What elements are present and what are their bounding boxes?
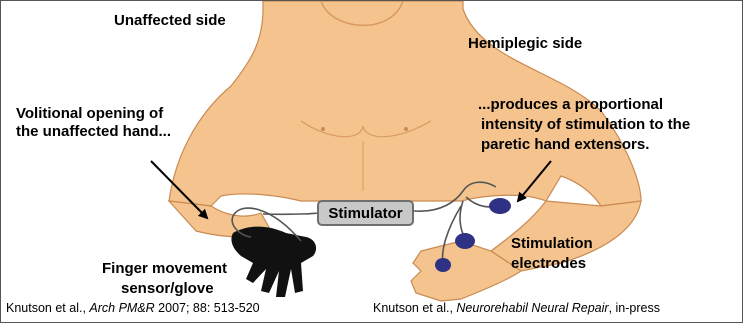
produces-line-2: intensity of stimulation to the bbox=[481, 115, 690, 134]
left-nipple bbox=[321, 127, 325, 131]
cable-main bbox=[263, 213, 318, 214]
right-nipple bbox=[404, 127, 408, 131]
unaffected-side-label: Unaffected side bbox=[114, 11, 226, 30]
citation-right-authors: Knutson et al., bbox=[373, 301, 456, 315]
electrodes-line-1: Stimulation bbox=[511, 234, 593, 253]
citation-left-details: 2007; 88: 513-520 bbox=[155, 301, 260, 315]
electrode-1 bbox=[489, 198, 511, 214]
electrodes-line-2: electrodes bbox=[511, 254, 586, 273]
stimulator-box: Stimulator bbox=[317, 200, 414, 226]
sensor-line-1: Finger movement bbox=[102, 259, 227, 278]
electrode-3 bbox=[435, 258, 451, 272]
citation-left: Knutson et al., Arch PM&R 2007; 88: 513-… bbox=[6, 301, 260, 315]
citation-left-journal: Arch PM&R bbox=[89, 301, 154, 315]
produces-line-3: paretic hand extensors. bbox=[481, 135, 649, 154]
citation-right-journal: Neurorehabil Neural Repair bbox=[456, 301, 608, 315]
citation-right: Knutson et al., Neurorehabil Neural Repa… bbox=[373, 301, 660, 315]
citation-right-details: , in-press bbox=[609, 301, 660, 315]
volitional-line-1: Volitional opening of bbox=[16, 104, 163, 123]
volitional-line-2: the unaffected hand... bbox=[16, 122, 171, 141]
produces-line-1: ...produces a proportional bbox=[478, 95, 663, 114]
citation-left-authors: Knutson et al., bbox=[6, 301, 89, 315]
glove bbox=[231, 227, 316, 297]
sensor-line-2: sensor/glove bbox=[121, 279, 214, 298]
electrode-2 bbox=[455, 233, 475, 249]
stimulator-label: Stimulator bbox=[328, 205, 402, 222]
hemiplegic-side-label: Hemiplegic side bbox=[468, 34, 582, 53]
